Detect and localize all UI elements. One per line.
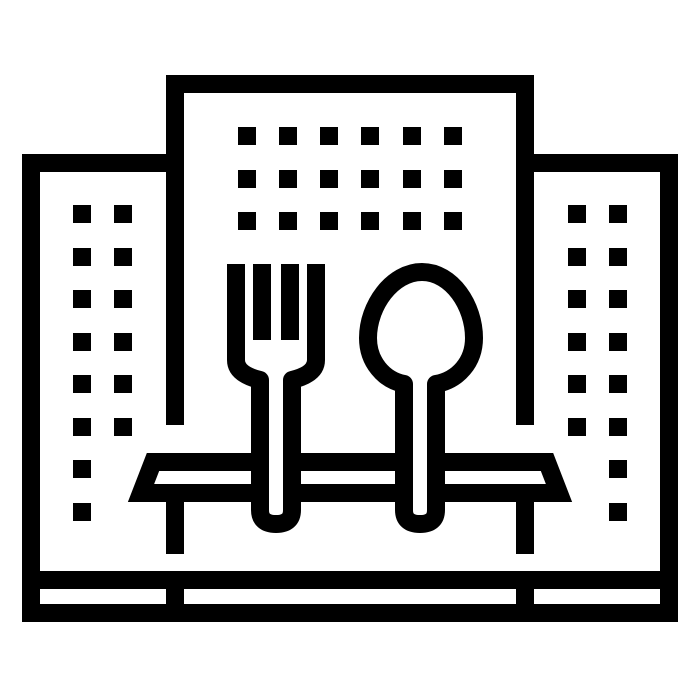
center-building-window [444, 170, 462, 188]
right-building-window [568, 248, 586, 266]
right-building-window [609, 248, 627, 266]
left-building-window [114, 290, 132, 308]
table-top [127, 453, 573, 502]
right-building-window [568, 205, 586, 223]
right-building [525, 154, 678, 580]
left-building-window [114, 205, 132, 223]
left-building-window [73, 205, 91, 223]
center-building-window [279, 127, 297, 145]
left-building-window [73, 418, 91, 436]
center-building-window [361, 212, 379, 230]
left-building-window [114, 333, 132, 351]
left-building-window [73, 333, 91, 351]
center-building-window [279, 212, 297, 230]
left-building-window [73, 460, 91, 478]
ground [22, 571, 678, 622]
right-building-window [568, 375, 586, 393]
right-building-window [609, 205, 627, 223]
windows [73, 127, 627, 521]
right-building-window [609, 333, 627, 351]
table [127, 453, 573, 554]
left-building-window [114, 375, 132, 393]
center-building-window [403, 212, 421, 230]
center-building [166, 75, 534, 425]
fork-icon [227, 264, 325, 533]
right-building-window [609, 418, 627, 436]
right-building-window [568, 333, 586, 351]
left-building-window [73, 248, 91, 266]
center-building-window [403, 127, 421, 145]
spoon-icon [359, 263, 483, 533]
center-building-window [238, 127, 256, 145]
right-building-window [609, 290, 627, 308]
center-building-window [444, 127, 462, 145]
center-building-window [444, 212, 462, 230]
center-building-window [238, 170, 256, 188]
center-building-window [361, 170, 379, 188]
right-building-window [609, 503, 627, 521]
center-building-window [279, 170, 297, 188]
left-building-window [73, 375, 91, 393]
left-building-window [73, 503, 91, 521]
center-building-window [361, 127, 379, 145]
right-building-window [568, 290, 586, 308]
left-building-window [73, 290, 91, 308]
right-building-window [568, 418, 586, 436]
right-building-window [609, 375, 627, 393]
center-building-window [320, 212, 338, 230]
left-building [22, 154, 175, 580]
center-building-window [320, 170, 338, 188]
center-building-window [403, 170, 421, 188]
center-building-window [238, 212, 256, 230]
left-building-window [114, 418, 132, 436]
left-building-window [114, 248, 132, 266]
right-building-window [609, 460, 627, 478]
center-building-window [320, 127, 338, 145]
